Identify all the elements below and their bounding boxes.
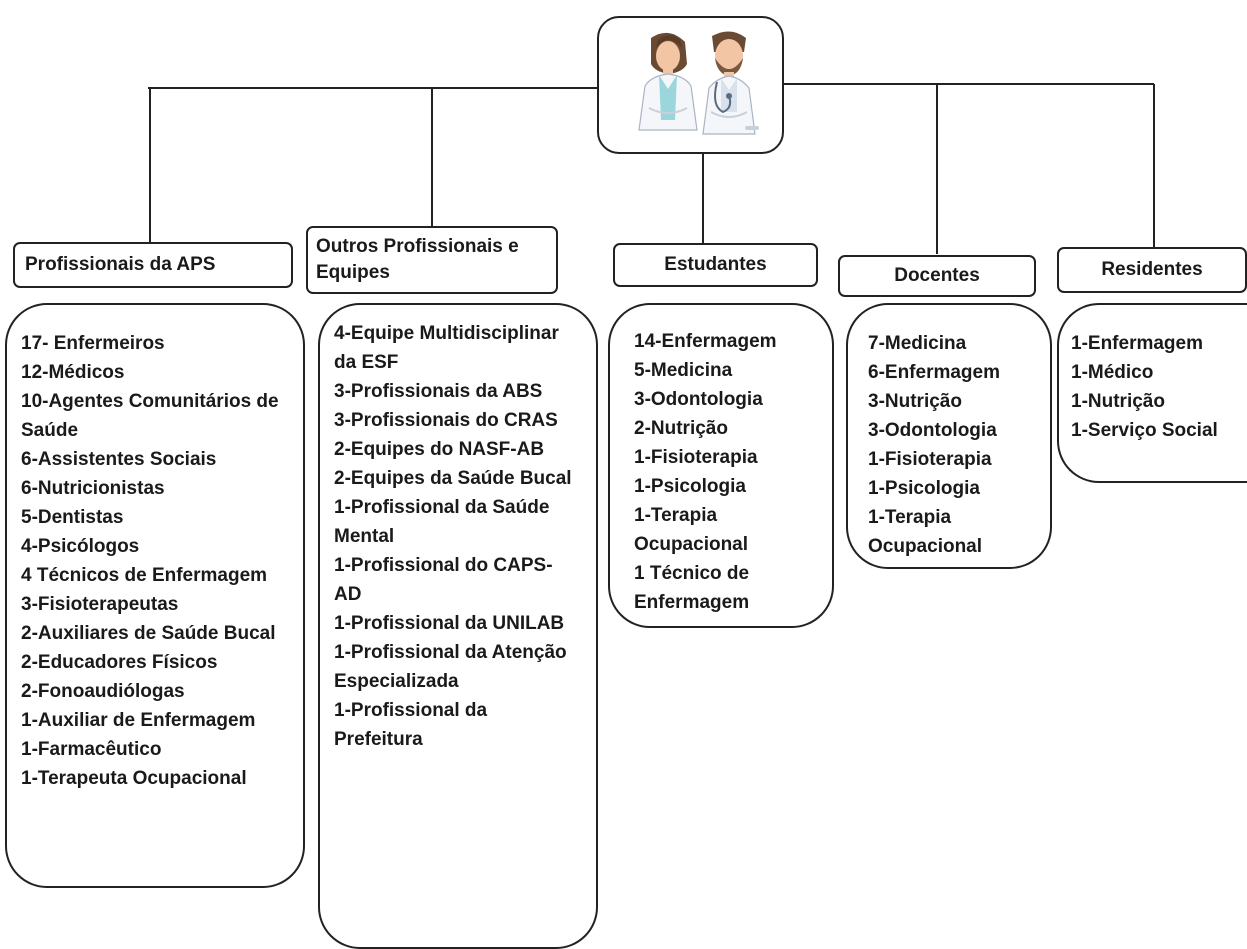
header-outros-profissionais: Outros Profissionais e Equipes <box>306 226 558 294</box>
list-item: 3-Odontologia <box>634 389 763 410</box>
header-label: Outros Profissionais e Equipes <box>316 236 519 283</box>
male-doctor-icon <box>702 31 759 135</box>
list-item: 1-Fisioterapia <box>868 449 992 470</box>
root-node <box>597 16 784 154</box>
list-item: 1-Profissional da Prefeitura <box>334 700 488 750</box>
list-item: 1-Terapeuta Ocupacional <box>21 768 247 789</box>
header-docentes: Docentes <box>838 255 1036 297</box>
list-item: 1-Enfermagem <box>1071 333 1203 354</box>
list-item: 5-Medicina <box>634 360 733 381</box>
list-item: 1-Médico <box>1071 362 1154 383</box>
list-item: 1 Técnico de Enfermagem <box>634 563 750 613</box>
header-estudantes: Estudantes <box>613 243 818 287</box>
header-residentes: Residentes <box>1057 247 1247 293</box>
list-item: 1-Nutrição <box>1071 391 1165 412</box>
list-item: 17- Enfermeiros <box>21 333 165 354</box>
list-item: 6-Nutricionistas <box>21 478 165 499</box>
list-item: 3-Odontologia <box>868 420 997 441</box>
list-item: 4-Psicólogos <box>21 536 140 557</box>
list-item: 1-Auxiliar de Enfermagem <box>21 710 256 731</box>
list-item: 2-Educadores Físicos <box>21 652 218 673</box>
list-item: 1-Farmacêutico <box>21 739 162 760</box>
list-item: 2-Fonoaudiólogas <box>21 681 185 702</box>
list-estudantes: 14-Enfermagem 5-Medicina 3-Odontologia 2-Nu… <box>608 303 834 628</box>
list-item: 1-Serviço Social <box>1071 420 1218 441</box>
list-item: 14-Enfermagem <box>634 331 777 352</box>
list-item: 2-Equipes do NASF-AB <box>334 439 545 460</box>
list-item: 1-Fisioterapia <box>634 447 758 468</box>
female-doctor-icon <box>638 32 698 131</box>
list-docentes: 7-Medicina 6-Enfermagem 3-Nutrição 3-Odonto… <box>846 303 1052 569</box>
list-profissionais-aps: 17- Enfermeiros 12-Médicos 10-Agentes Comu… <box>5 303 305 888</box>
header-label: Docentes <box>894 265 980 286</box>
header-profissionais-aps: Profissionais da APS <box>13 242 293 288</box>
list-item: 1-Psicologia <box>868 478 980 499</box>
list-item: 2-Auxiliares de Saúde Bucal <box>21 623 276 644</box>
list-item: 1-Profissional da UNILAB <box>334 613 565 634</box>
list-item: 1-Profissional do CAPS-AD <box>334 555 553 605</box>
list-item: 6-Assistentes Sociais <box>21 449 217 470</box>
list-item: 3-Fisioterapeutas <box>21 594 179 615</box>
list-outros-profissionais: 4-Equipe Multidisciplinar da ESF 3-Profis… <box>318 303 598 949</box>
header-label: Residentes <box>1101 259 1203 280</box>
list-item: 1-Terapia Ocupacional <box>868 507 983 557</box>
list-item: 4-Equipe Multidisciplinar da ESF <box>334 323 559 373</box>
list-item: 2-Nutrição <box>634 418 728 439</box>
list-item: 3-Profissionais da ABS <box>334 381 543 402</box>
list-item: 7-Medicina <box>868 333 967 354</box>
list-item: 4 Técnicos de Enfermagem <box>21 565 268 586</box>
list-item: 3-Nutrição <box>868 391 962 412</box>
list-item: 1-Terapia Ocupacional <box>634 505 749 555</box>
list-item: 1-Profissional da Saúde Mental <box>334 497 550 547</box>
list-item: 1-Profissional da Atenção Especializada <box>334 642 567 692</box>
list-item: 5-Dentistas <box>21 507 124 528</box>
list-item: 2-Equipes da Saúde Bucal <box>334 468 572 489</box>
list-item: 6-Enfermagem <box>868 362 1000 383</box>
list-item: 10-Agentes Comunitários de Saúde <box>21 391 279 441</box>
list-item: 3-Profissionais do CRAS <box>334 410 558 431</box>
doctors-illustration-icon <box>638 31 759 135</box>
header-label: Estudantes <box>664 254 767 275</box>
list-residentes: 1-Enfermagem 1-Médico 1-Nutrição 1-Serviço … <box>1057 303 1247 483</box>
list-item: 1-Psicologia <box>634 476 746 497</box>
list-item: 12-Médicos <box>21 362 125 383</box>
header-label: Profissionais da APS <box>25 254 216 275</box>
